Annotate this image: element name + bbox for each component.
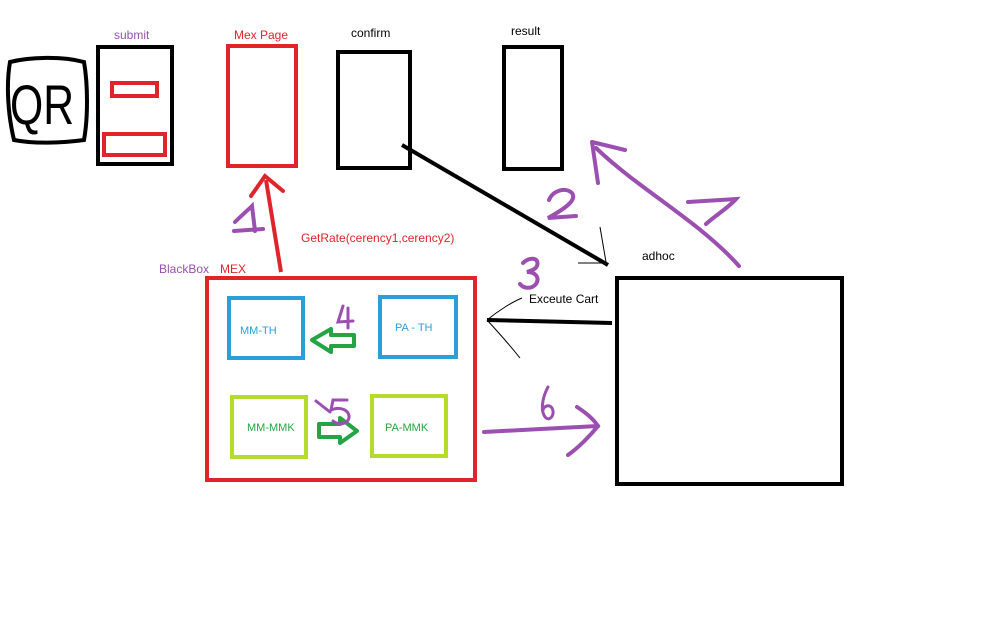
blackbox-label: BlackBox	[159, 262, 210, 276]
mex-page-screen	[226, 44, 298, 168]
qr-box	[5, 55, 89, 145]
step-2-number	[547, 187, 578, 220]
pa-mmk-box	[370, 394, 448, 458]
step-1-arrowhead	[249, 173, 285, 198]
blackbox-mex-container	[205, 276, 477, 482]
step-3-line	[486, 318, 613, 325]
mm-mmk-label: MM-MMK	[247, 422, 295, 434]
step-2-arrowhead	[578, 226, 607, 264]
step-6-arrowhead	[566, 405, 601, 457]
step-3-arrowhead	[486, 297, 523, 359]
step-7-arrowhead	[590, 140, 627, 185]
step-3-number	[518, 256, 540, 290]
step-1-arrow	[264, 179, 283, 273]
pa-mmk-label: PA-MMK	[385, 422, 429, 434]
step-4-number	[335, 304, 355, 330]
submit-screen	[96, 45, 174, 166]
result-label: result	[511, 24, 541, 38]
mm-th-label: MM-TH	[240, 325, 277, 337]
step-7-number	[686, 196, 741, 226]
confirm-label: confirm	[351, 26, 391, 40]
get-rate-label: GetRate(cerency1,cerency2)	[301, 231, 455, 245]
submit-button	[102, 132, 167, 157]
submit-label: submit	[114, 28, 150, 42]
step-4-green-arrow	[310, 327, 356, 354]
mex-label: MEX	[220, 262, 247, 276]
step-7-arrow	[594, 146, 741, 268]
result-screen	[502, 45, 564, 171]
adhoc-box	[615, 276, 844, 486]
mm-mmk-box	[230, 395, 308, 459]
step-2-line	[400, 143, 610, 267]
pa-th-box	[378, 295, 458, 359]
pa-th-label: PA - TH	[395, 322, 433, 334]
adhoc-label: adhoc	[642, 249, 675, 263]
submit-input-field	[110, 81, 159, 98]
qr-text: QR	[10, 73, 74, 136]
step-6-arrow	[482, 424, 600, 434]
step-5-green-arrow	[317, 416, 359, 445]
mex-page-label: Mex Page	[234, 28, 289, 42]
execute-cart-label: Exceute Cart	[529, 292, 599, 306]
mm-th-box	[227, 296, 305, 360]
confirm-screen	[336, 50, 412, 170]
step-5-number	[314, 398, 351, 426]
step-1-number	[232, 201, 265, 233]
step-6-number	[540, 385, 555, 421]
